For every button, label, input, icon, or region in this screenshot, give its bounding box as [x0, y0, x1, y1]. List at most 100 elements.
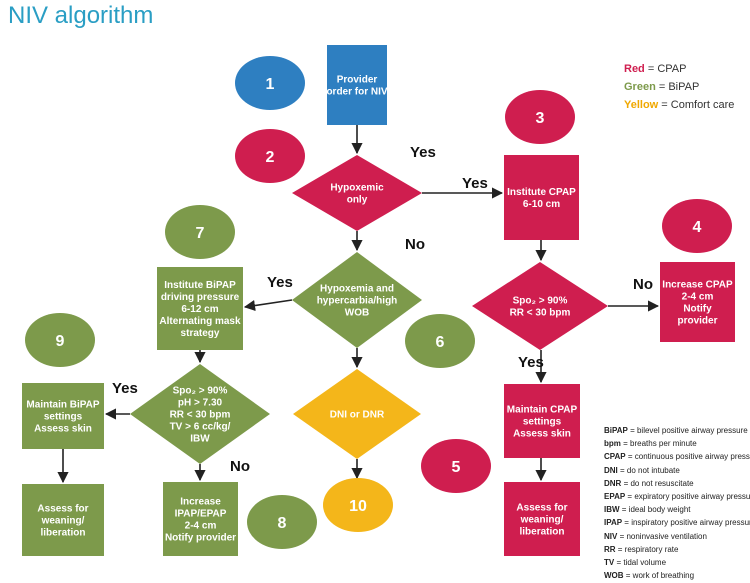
abbreviation-item: RR = respiratory rate	[604, 543, 750, 556]
abbreviation-list: BiPAP = bilevel positive airway pressure…	[604, 424, 750, 582]
decision-diamond	[293, 369, 421, 459]
legend-desc-red: = CPAP	[644, 63, 687, 75]
flow-arrows	[57, 125, 660, 484]
process-box	[504, 155, 579, 240]
abbreviation-definition: = expiratory positive airway pressure	[625, 492, 750, 502]
node-text-line: Spo₂ > 90%	[513, 296, 568, 307]
step-circle-4: 4	[662, 199, 732, 253]
step-badge	[405, 314, 475, 368]
step-number: 9	[56, 333, 65, 350]
node-text-line: weaning/	[41, 516, 85, 527]
node-text-line: Assess for	[37, 504, 88, 515]
step-badge	[235, 56, 305, 110]
edge-label-yes-hypoxemic-top: Yes	[410, 144, 436, 161]
node-text-line: Spo₂ > 90%	[173, 386, 228, 397]
step-number: 3	[536, 110, 545, 127]
abbreviation-item: CPAP = continuous positive airway pressu…	[604, 450, 750, 463]
node-text-line: 6-10 cm	[523, 199, 560, 210]
node-spo2-cpap: Spo₂ > 90%RR < 30 bpm	[472, 262, 608, 350]
abbreviation-definition: = inspiratory positive airway pressure	[622, 518, 750, 528]
node-text-line: DNI or DNR	[330, 410, 385, 421]
node-text-line: pH > 7.30	[178, 398, 223, 409]
abbreviation-term: DNR	[604, 478, 622, 488]
node-text-line: order for NIV	[326, 87, 387, 98]
step-circle-1: 1	[235, 56, 305, 110]
legend-item-yellow: Yellow = Comfort care	[624, 96, 734, 114]
step-number: 2	[266, 149, 275, 166]
process-box	[157, 267, 243, 350]
abbreviation-definition: = ideal body weight	[619, 505, 691, 515]
edge-label-no-spo2-bipap: No	[230, 458, 250, 475]
step-number: 5	[452, 459, 461, 476]
process-box	[327, 45, 387, 125]
step-number: 1	[266, 76, 275, 93]
node-text-line: provider	[677, 316, 717, 327]
process-box	[504, 482, 580, 556]
abbreviation-item: WOB = work of breathing	[604, 569, 750, 582]
node-text-line: Hypoxemic	[330, 183, 384, 194]
step-number: 7	[196, 225, 205, 242]
node-dni: DNI or DNR	[293, 369, 421, 459]
node-text-line: Institute CPAP	[507, 187, 576, 198]
node-text-line: Hypoxemia and	[320, 284, 394, 295]
abbreviation-definition: = work of breathing	[623, 571, 695, 581]
node-text-line: IBW	[190, 434, 210, 445]
abbreviation-term: BiPAP	[604, 426, 628, 435]
abbreviation-term: DNI	[604, 465, 618, 475]
step-number: 10	[349, 498, 367, 515]
abbreviation-term: IPAP	[604, 518, 623, 528]
abbreviation-definition: = respiratory rate	[615, 544, 679, 554]
legend-key-yellow: Yellow	[624, 99, 659, 111]
abbreviation-definition: = tidal volume	[614, 558, 667, 568]
step-number: 8	[278, 515, 287, 532]
edge-label-no-hypoxemic: No	[405, 236, 425, 253]
abbreviation-term: WOB	[604, 571, 624, 581]
abbreviation-definition: = do not resuscitate	[621, 478, 694, 488]
node-text-line: strategy	[181, 328, 220, 339]
abbreviation-item: DNI = do not intubate	[604, 464, 750, 477]
abbreviation-item: bpm = breaths per minute	[604, 437, 750, 450]
node-text-line: liberation	[40, 528, 85, 539]
node-text-line: only	[347, 195, 368, 206]
step-number: 4	[693, 219, 702, 236]
color-legend: Red = CPAP Green = BiPAP Yellow = Comfor…	[624, 60, 734, 114]
abbreviation-term: RR	[604, 544, 616, 554]
abbreviation-term: CPAP	[604, 452, 626, 462]
node-text-line: Assess skin	[513, 429, 571, 440]
decision-diamond	[292, 155, 422, 231]
node-text-line: Assess skin	[34, 424, 92, 435]
abbreviation-term: EPAP	[604, 492, 626, 502]
process-box	[504, 384, 580, 458]
node-text-line: Alternating mask	[159, 316, 241, 327]
node-text-line: 6-12 cm	[181, 304, 218, 315]
step-circle-8: 8	[247, 495, 317, 549]
legend-key-red: Red	[624, 63, 645, 75]
node-text-line: WOB	[345, 308, 369, 319]
node-text-line: settings	[44, 412, 83, 423]
legend-item-green: Green = BiPAP	[624, 78, 734, 96]
node-text-line: IPAP/EPAP	[175, 509, 227, 520]
process-box	[22, 484, 104, 556]
abbreviation-item: IBW = ideal body weight	[604, 503, 750, 516]
node-text-line: Notify	[683, 304, 712, 315]
decision-diamond	[472, 262, 608, 350]
abbreviation-definition: = breaths per minute	[620, 439, 697, 449]
node-text-line: Institute BiPAP	[164, 280, 236, 291]
step-badge	[662, 199, 732, 253]
edge-label-yes-spo2-cpap: Yes	[518, 354, 544, 371]
node-text-line: weaning/	[520, 515, 564, 526]
node-text-line: RR < 30 bpm	[170, 410, 231, 421]
edge-label-yes-spo2-bipap: Yes	[112, 380, 138, 397]
legend-desc-yellow: = Comfort care	[658, 99, 735, 111]
abbreviation-item: NIV = noninvasive ventilation	[604, 530, 750, 543]
node-text-line: Increase CPAP	[662, 280, 733, 291]
node-text-line: 2-4 cm	[185, 521, 217, 532]
step-circle-3: 3	[505, 90, 575, 144]
